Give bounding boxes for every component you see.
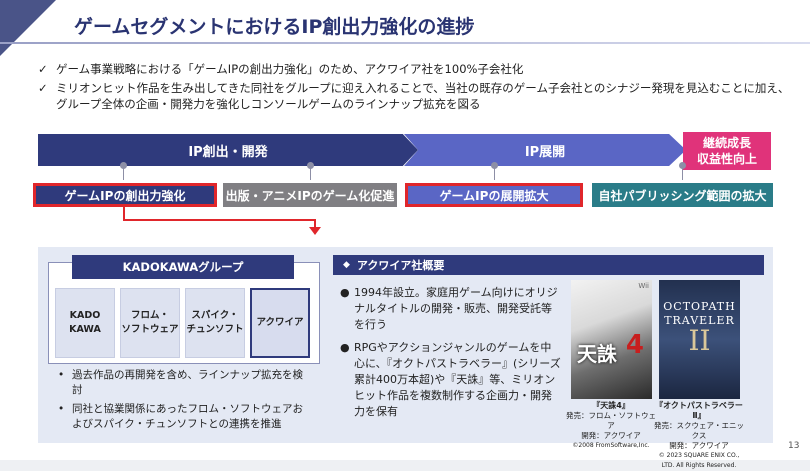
game-caption-copyright: © 2023 SQUARE ENIX CO., LTD. All Rights … xyxy=(658,452,740,469)
game-caption: 『天誅4』 発売：フロム・ソフトウェア 開発：アクワイア ©2008 FromS… xyxy=(566,401,656,451)
highlight-connector-line xyxy=(123,219,315,221)
step-self-publishing: 自社パブリッシング範囲の拡大 xyxy=(592,183,773,207)
group-notes: •過去作品の再開発を含め、ラインナップ拡充を検討 •同社と協業関係にあったフロム… xyxy=(58,368,308,436)
step-game-ip-creation: ゲームIPの創出力強化 xyxy=(33,183,217,207)
arrow-down-icon xyxy=(309,227,321,235)
company-label: フロム・ ソフトウェア xyxy=(121,310,179,335)
corner-decoration xyxy=(0,0,56,56)
phase-goal-label: 継続成長 収益性向上 xyxy=(696,136,757,166)
wii-logo: Wii xyxy=(638,282,649,290)
overview-point-text: RPGやアクションジャンルのゲームを中心に、『オクトパストラベラー』(シリーズ累… xyxy=(354,341,561,418)
diamond-icon: ◆ xyxy=(343,260,350,270)
game-caption-publisher: 発売：スクウェア・エニックス xyxy=(654,421,744,440)
overview-header-label: アクワイア社概要 xyxy=(356,259,445,272)
page-number: 13 xyxy=(788,441,800,451)
connector-dot xyxy=(491,162,498,169)
highlight-connector-line xyxy=(314,219,316,228)
step-game-ip-expansion: ゲームIPの展開拡大 xyxy=(405,183,583,207)
company-acquire: アクワイア xyxy=(250,288,310,358)
summary-bullet-text: ミリオンヒット作品を生み出してきた同社をグループに迎え入れることで、当社の既存の… xyxy=(56,81,790,111)
company-label: アクワイア xyxy=(256,317,304,328)
connector-dot xyxy=(307,162,314,169)
phase-goal: 継続成長 収益性向上 xyxy=(683,132,771,170)
group-header: KADOKAWAグループ xyxy=(72,255,294,279)
box-art-number: 4 xyxy=(625,330,644,360)
step-connector xyxy=(491,162,498,180)
page-title: ゲームセグメントにおけるIP創出力強化の進捗 xyxy=(74,16,475,38)
game-caption-developer: 開発：アクワイア xyxy=(581,431,641,440)
tenchu4-box-art: Wii 天誅 4 xyxy=(571,280,652,399)
check-icon: ✓ xyxy=(38,81,48,95)
company-kadokawa: KADO KAWA xyxy=(55,288,115,358)
overview-point-text: 1994年設立。家庭用ゲーム向けにオリジナルタイトルの開発・販売、開発受託等を行… xyxy=(354,286,558,331)
step-connector xyxy=(679,162,686,180)
overview-point: ●RPGやアクションジャンルのゲームを中心に、『オクトパストラベラー』(シリーズ… xyxy=(340,341,561,418)
step-publishing-anime-ip: 出版・アニメIPのゲーム化促進 xyxy=(223,183,397,207)
game-caption-copyright: ©2008 FromSoftware,Inc. xyxy=(572,442,650,449)
box-art-number: II xyxy=(688,324,711,357)
game-caption-title: 『オクトパストラベラーⅡ』 xyxy=(655,401,743,420)
summary-bullets: ✓ ゲーム事業戦略における「ゲームIPの創出力強化」のため、アクワイア社を100… xyxy=(38,61,798,115)
game-caption-publisher: 発売：フロム・ソフトウェア xyxy=(566,411,656,430)
step-connector xyxy=(120,162,127,180)
phase-ip-creation: IP創出・開発 xyxy=(38,134,418,166)
connector-dot xyxy=(679,162,686,169)
step-connector xyxy=(307,162,314,180)
game-caption-title: 『天誅4』 xyxy=(592,401,630,410)
group-note-text: 同社と協業関係にあったフロム・ソフトウェアおよびスパイク・チュンソフトとの連携を… xyxy=(72,403,303,430)
company-spike-chunsoft: スパイク・ チュンソフト xyxy=(185,288,245,358)
summary-bullet: ✓ ゲーム事業戦略における「ゲームIPの創出力強化」のため、アクワイア社を100… xyxy=(38,61,798,77)
company-label: スパイク・ チュンソフト xyxy=(186,310,244,335)
overview-point: ●1994年設立。家庭用ゲーム向けにオリジナルタイトルの開発・販売、開発受託等を… xyxy=(340,286,558,331)
phase-ip-expansion: IP展開 xyxy=(404,134,686,166)
box-art-title-line2: TRAVELER xyxy=(664,314,735,327)
company-fromsoftware: フロム・ ソフトウェア xyxy=(120,288,180,358)
check-icon: ✓ xyxy=(38,62,48,76)
company-label: KADO KAWA xyxy=(69,310,101,335)
title-divider xyxy=(0,42,810,44)
group-note-text: 過去作品の再開発を含め、ラインナップ拡充を検討 xyxy=(72,369,303,396)
group-note: •同社と協業関係にあったフロム・ソフトウェアおよびスパイク・チュンソフトとの連携… xyxy=(58,403,303,430)
connector-dot xyxy=(120,162,127,169)
game-caption-developer: 開発：アクワイア xyxy=(669,441,729,450)
summary-bullet: ✓ ミリオンヒット作品を生み出してきた同社をグループに迎え入れることで、当社の既… xyxy=(38,80,798,112)
overview-header: ◆ アクワイア社概要 xyxy=(333,255,764,275)
overview-list: ●1994年設立。家庭用ゲーム向けにオリジナルタイトルの開発・販売、開発受託等を… xyxy=(340,285,562,427)
box-art-title-line1: OCTOPATH xyxy=(663,300,736,313)
octopath2-box-art: OCTOPATH TRAVELER II xyxy=(659,280,740,399)
group-note: •過去作品の再開発を含め、ラインナップ拡充を検討 xyxy=(58,369,303,396)
game-caption: 『オクトパストラベラーⅡ』 発売：スクウェア・エニックス 開発：アクワイア © … xyxy=(654,401,744,471)
summary-bullet-text: ゲーム事業戦略における「ゲームIPの創出力強化」のため、アクワイア社を100%子… xyxy=(56,62,524,76)
box-art-title: 天誅 xyxy=(577,342,617,366)
highlight-connector-line xyxy=(123,207,125,220)
